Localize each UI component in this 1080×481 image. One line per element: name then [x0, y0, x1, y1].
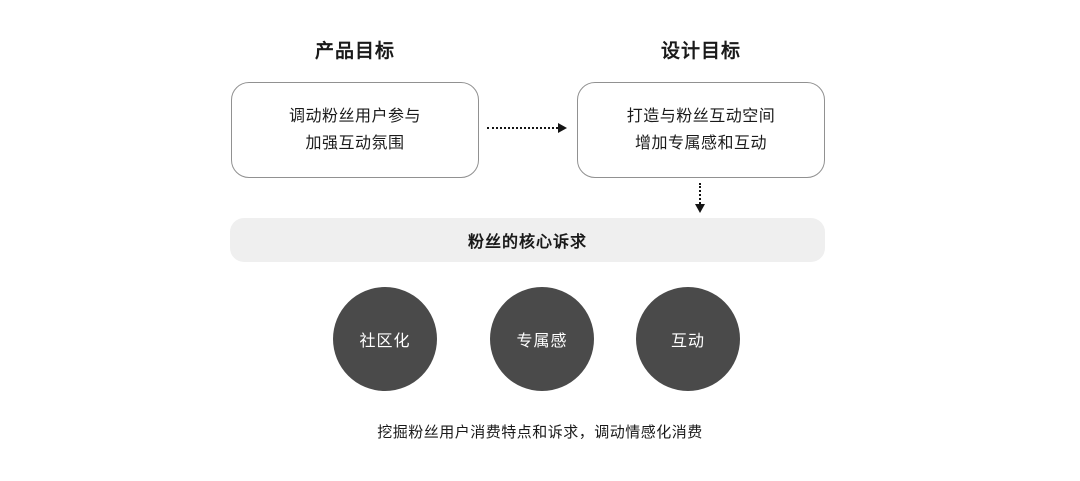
footer-note: 挖掘粉丝用户消费特点和诉求，调动情感化消费 [377, 424, 703, 441]
dotted-arrow-down-head [695, 204, 705, 213]
dotted-arrow-right-line [487, 127, 558, 129]
product-goal-line-2: 加强互动氛围 [305, 135, 405, 152]
product-goal-box: 调动粉丝用户参与 加强互动氛围 [231, 82, 479, 178]
core-demand-bar: 粉丝的核心诉求 [230, 218, 825, 262]
design-goal-box: 打造与粉丝互动空间 增加专属感和互动 [577, 82, 825, 178]
dotted-arrow-right-head [558, 123, 567, 133]
product-goal-line-1: 调动粉丝用户参与 [288, 108, 421, 125]
dotted-arrow-down-icon [694, 183, 706, 213]
design-goal-heading: 设计目标 [660, 41, 741, 62]
demand-circle-interaction: 互动 [636, 287, 740, 391]
dotted-arrow-down-line [699, 183, 701, 204]
product-goal-heading: 产品目标 [314, 41, 395, 62]
design-goal-line-2: 增加专属感和互动 [634, 135, 767, 152]
dotted-arrow-right-icon [487, 122, 567, 134]
demand-circle-community: 社区化 [333, 287, 437, 391]
design-goal-line-1: 打造与粉丝互动空间 [626, 108, 776, 125]
demand-circle-exclusivity: 专属感 [490, 287, 594, 391]
